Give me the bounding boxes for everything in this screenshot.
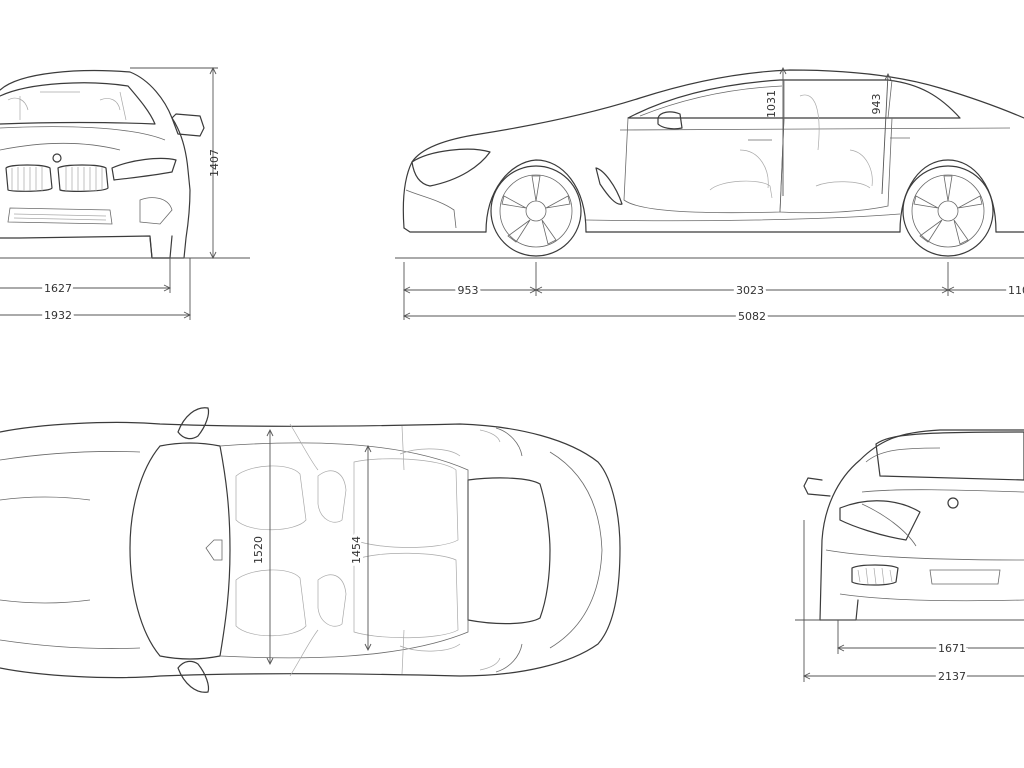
side-view-dimensions: 1031 943 953 3023 1106 5082 [395, 66, 1024, 326]
rear-track-label: 1671 [938, 642, 966, 655]
rear-view-dimensions: 1671 2137 [795, 520, 1024, 686]
width-with-mirrors-label: 2137 [938, 670, 966, 683]
front-view [0, 69, 205, 259]
top-view [0, 407, 621, 693]
side-view [402, 69, 1024, 257]
front-track-label: 1627 [44, 282, 72, 295]
front-headroom-label: 1031 [765, 90, 778, 118]
wheelbase-label: 3023 [736, 284, 764, 297]
front-overhang-label: 953 [458, 284, 479, 297]
top-view-dimensions: 1520 1454 [249, 428, 372, 666]
front-shoulder-width-label: 1520 [252, 536, 265, 564]
front-width-label: 1932 [44, 309, 72, 322]
rear-shoulder-width-label: 1454 [350, 536, 363, 564]
rear-overhang-label: 1106 [1008, 284, 1024, 297]
rear-view [803, 429, 1024, 621]
front-height-label: 1407 [208, 149, 221, 177]
rear-headroom-label: 943 [870, 94, 883, 115]
front-view-dimensions: 1407 1627 1932 [0, 66, 250, 325]
overall-length-label: 5082 [738, 310, 766, 323]
